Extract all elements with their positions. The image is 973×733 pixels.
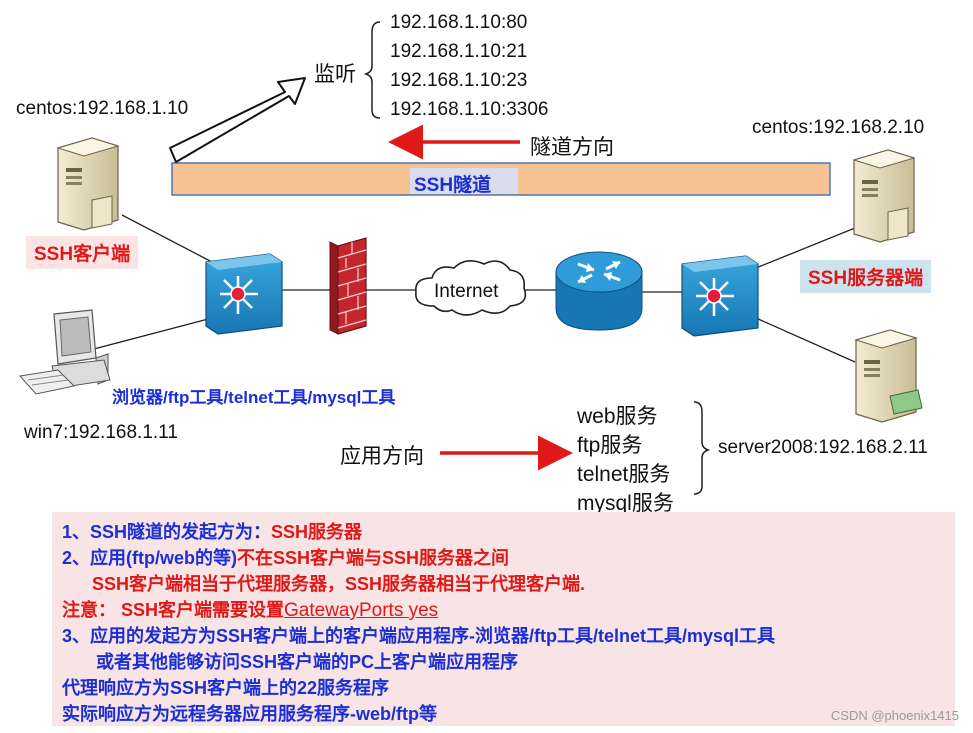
ssh-client-badge: SSH客户端 bbox=[26, 236, 139, 269]
ssh-server-icon bbox=[852, 149, 916, 243]
link-pc-switch bbox=[89, 317, 213, 351]
link-switch-sshserver bbox=[755, 227, 856, 269]
note-2-prefix: 2、应用(ftp/web的等) bbox=[62, 548, 237, 568]
ssh-client-server-icon bbox=[56, 137, 120, 231]
ssh-server-badge: SSH服务器端 bbox=[800, 260, 932, 293]
note-line-6: 或者其他能够访问SSH客户端的PC上客户端应用程序 bbox=[96, 652, 519, 672]
pc-host-label: win7:192.168.1.11 bbox=[24, 422, 178, 443]
listen-port-2: 192.168.1.10:21 bbox=[390, 41, 528, 62]
router-icon bbox=[555, 251, 643, 331]
right-switch-icon bbox=[681, 255, 759, 337]
link-client-switch bbox=[121, 214, 213, 263]
listen-port-1: 192.168.1.10:80 bbox=[390, 12, 528, 33]
client-host-label: centos:192.168.1.10 bbox=[16, 98, 189, 119]
services-brace-icon bbox=[693, 401, 711, 495]
note-line-3: SSH客户端相当于代理服务器，SSH服务器相当于代理客户端. bbox=[92, 574, 586, 594]
internet-cloud-icon bbox=[415, 260, 527, 316]
note-2-highlight: 不在SSH客户端与SSH服务器之间 bbox=[237, 548, 510, 568]
listen-port-4: 192.168.1.10:3306 bbox=[390, 99, 549, 120]
note-line-1: 1、SSH隧道的发起方为：SSH服务器 bbox=[62, 518, 362, 544]
connection-lines bbox=[89, 214, 856, 363]
listen-arrow-icon bbox=[169, 77, 306, 163]
note-1-highlight: SSH服务器 bbox=[271, 522, 363, 542]
note-line-8: 实际响应方为远程务器应用服务程序-web/ftp等 bbox=[62, 704, 437, 724]
service-telnet: telnet服务 bbox=[577, 463, 671, 486]
note-line-5: 3、应用的发起方为SSH客户端上的客户端应用程序-浏览器/ftp工具/telne… bbox=[62, 626, 776, 646]
app-server-host-label: server2008:192.168.2.11 bbox=[718, 437, 928, 458]
note-line-4: 注意： SSH客户端需要设置GatewayPorts yes bbox=[62, 596, 438, 622]
note-1-prefix: 1、SSH隧道的发起方为： bbox=[62, 522, 272, 542]
app-direction-label: 应用方向 bbox=[340, 445, 424, 468]
firewall-icon bbox=[329, 237, 367, 335]
link-switch-appserver bbox=[755, 317, 856, 363]
pc-computer-icon bbox=[19, 309, 111, 395]
ports-brace-icon bbox=[363, 21, 381, 119]
ssh-tunnel-label: SSH隧道 bbox=[414, 175, 492, 196]
listen-label: 监听 bbox=[314, 63, 356, 86]
note-line-2: 2、应用(ftp/web的等)不在SSH客户端与SSH服务器之间 bbox=[62, 544, 509, 570]
listen-port-3: 192.168.1.10:23 bbox=[390, 70, 528, 91]
left-switch-icon bbox=[205, 253, 283, 335]
pc-tools-label: 浏览器/ftp工具/telnet工具/mysql工具 bbox=[112, 388, 396, 407]
csdn-watermark: CSDN @phoenix1415 bbox=[830, 708, 959, 723]
internet-label: Internet bbox=[434, 281, 499, 302]
note-4-prefix: 注意： SSH客户端需要设置 bbox=[62, 600, 285, 620]
gatewayports-setting: GatewayPorts yes bbox=[284, 600, 439, 621]
notes-panel: 1、SSH隧道的发起方为：SSH服务器 2、应用(ftp/web的等)不在SSH… bbox=[52, 512, 955, 726]
service-mysql: mysql服务 bbox=[577, 492, 674, 515]
note-line-7: 代理响应方为SSH客户端上的22服务程序 bbox=[62, 678, 390, 698]
service-ftp: ftp服务 bbox=[577, 434, 643, 457]
service-web: web服务 bbox=[577, 405, 658, 428]
tunnel-direction-label: 隧道方向 bbox=[530, 136, 614, 159]
tunnel-label-box bbox=[410, 168, 518, 194]
server-host-label: centos:192.168.2.10 bbox=[752, 117, 925, 138]
app-server-icon bbox=[854, 329, 923, 423]
